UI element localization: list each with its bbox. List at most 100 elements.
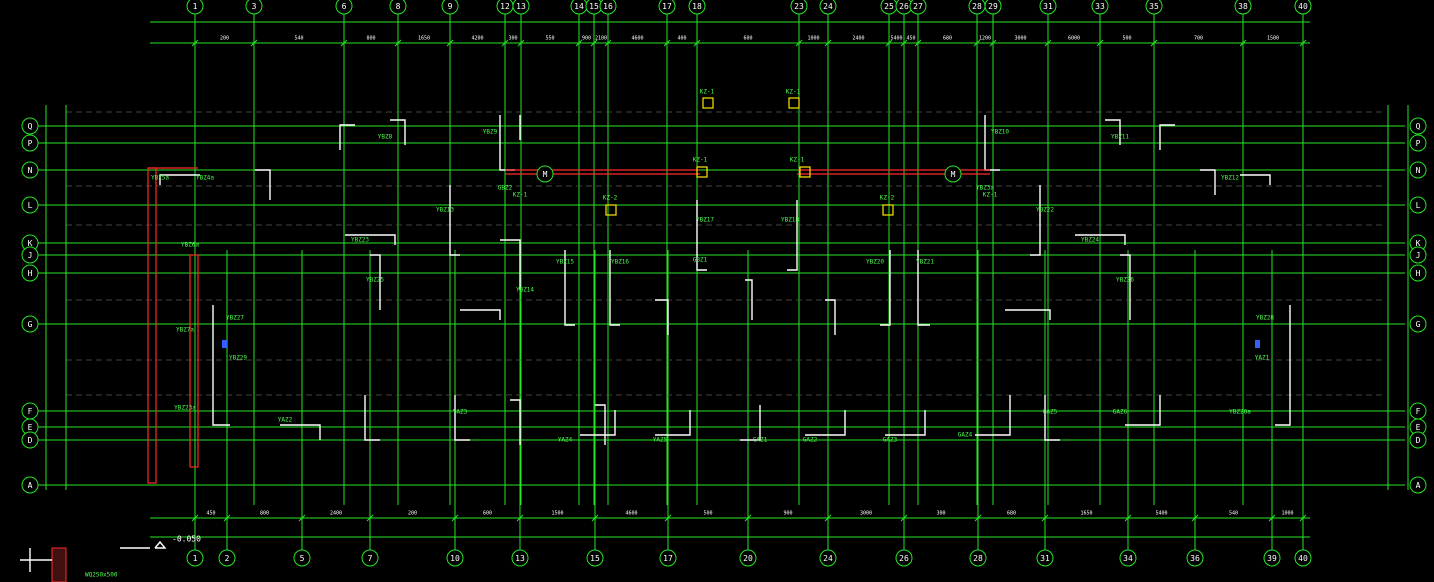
kz-label: KZ-1: [790, 157, 805, 164]
axis-left-D-circle: [21, 431, 39, 449]
dimension-text: 1650: [1080, 511, 1092, 517]
dimension-tick: [744, 514, 752, 522]
dimension-text: 5400: [1155, 511, 1167, 517]
dimension-text: 400: [677, 36, 686, 42]
dimension-tick: [914, 39, 922, 47]
axis-bottom-36-circle: [1186, 549, 1204, 567]
shear-wall-outline: [595, 404, 606, 445]
dimension-tick: [663, 39, 671, 47]
axis-right-N-circle: [1409, 161, 1427, 179]
dimension-tick: [1041, 514, 1049, 522]
axis-bottom-15-circle: [586, 549, 604, 567]
axis-top-38-circle: [1234, 0, 1252, 15]
wall-tag-ybz16: YBZ16: [611, 259, 629, 266]
wall-tag-ybz23a: YBZ23a: [174, 405, 196, 412]
axis-bottom-13-circle: [511, 549, 529, 567]
axis-top-35-circle: [1145, 0, 1163, 15]
shear-wall-outline: [805, 410, 846, 436]
wall-tag-gaz1: GAZ1: [753, 437, 768, 444]
dimension-text: 3000: [860, 511, 872, 517]
axis-bottom-28-circle: [969, 549, 987, 567]
axis-bottom-31: 31: [1040, 554, 1050, 563]
dimension-tick: [824, 39, 832, 47]
axis-bottom-7-circle: [361, 549, 379, 567]
dimension-text: 550: [545, 36, 554, 42]
dimension-tick: [191, 39, 199, 47]
wall-tag-gaz5: GAZ5: [1043, 409, 1058, 416]
shear-wall-outline: [364, 395, 380, 441]
shear-wall-outline: [449, 185, 460, 256]
wall-tag-ybz20: YBZ20: [866, 259, 884, 266]
dimension-text: 540: [1229, 511, 1238, 517]
wall-tag-ybz23: YBZ23: [351, 237, 369, 244]
kz-label: KZ-1: [700, 89, 715, 96]
shear-wall-outline: [280, 424, 321, 440]
wall-tag-ybz28a: YBZ28a: [1229, 409, 1251, 416]
axis-right-E: E: [1416, 423, 1421, 432]
dimension-tick: [451, 514, 459, 522]
dimension-tick: [824, 514, 832, 522]
column-square: [788, 97, 800, 109]
axis-bottom-10-circle: [446, 549, 464, 567]
shear-wall-outline: [880, 250, 891, 326]
shear-wall-outline: [1030, 185, 1041, 256]
wall-tag-ybz17: YBZ17: [696, 217, 714, 224]
dimension-text: 800: [260, 511, 269, 517]
axis-bottom-28: 28: [973, 554, 983, 563]
wall-tag-ybz11: YBZ11: [1111, 134, 1129, 141]
wall-tag-ybz24: YBZ24: [1081, 237, 1099, 244]
wall-tag-ybz10: YBZ10: [991, 129, 1009, 136]
wall-tag-yaz3: YAZ3: [453, 409, 468, 416]
dimension-tick: [1044, 39, 1052, 47]
shear-wall-outline: [1005, 309, 1051, 320]
dimension-text: 4200: [471, 36, 483, 42]
wall-tag-ybz14: YBZ14: [516, 287, 534, 294]
kz-label: KZ-1: [513, 192, 528, 199]
axis-left-L-circle: [21, 196, 39, 214]
axis-left-G: G: [28, 320, 33, 329]
axis-top-28: 28: [972, 2, 982, 11]
beam-left-inner: [189, 254, 199, 468]
shear-wall-outline: [564, 250, 575, 326]
axis-top-27-circle: [909, 0, 927, 15]
axis-top-13: 13: [516, 2, 526, 11]
wall-tag-yaz2: YAZ2: [278, 417, 293, 424]
wall-tag-ybz22: YBZ22: [1036, 207, 1054, 214]
axis-left-D: D: [28, 436, 33, 445]
axis-left-G-circle: [21, 315, 39, 333]
wall-tag-gaz6: GAZ6: [1113, 409, 1128, 416]
wall-tag-ybz5a: YBZ5a: [151, 175, 169, 182]
dimension-tick: [590, 39, 598, 47]
wall-tag-ybz13: YBZ13: [436, 207, 454, 214]
axis-top-29: 29: [988, 2, 998, 11]
dimension-text: 500: [1122, 36, 1131, 42]
shear-wall-outline: [975, 395, 1011, 436]
shear-wall-outline: [255, 169, 271, 200]
dimension-text: 680: [943, 36, 952, 42]
shear-wall-outline: [460, 309, 501, 320]
wall-tag-ybz8: YBZ8: [378, 134, 393, 141]
axis-right-N: N: [1416, 166, 1421, 175]
dimension-tick: [516, 514, 524, 522]
dimension-text: 900: [582, 36, 591, 42]
dimension-tick: [591, 514, 599, 522]
axis-bottom-36: 36: [1190, 554, 1200, 563]
axis-right-L-circle: [1409, 196, 1427, 214]
dimension-tick: [900, 39, 908, 47]
wall-tag-gaz4: GAZ4: [958, 432, 973, 439]
kz-label: KZ-1: [983, 192, 998, 199]
shear-wall-outline: [787, 200, 798, 271]
axis-top-29-circle: [984, 0, 1002, 15]
dimension-tick: [989, 39, 997, 47]
axis-bottom-2-circle: [218, 549, 236, 567]
dimension-text: 200: [408, 511, 417, 517]
axis-top-16-circle: [599, 0, 617, 15]
axis-top-17-circle: [658, 0, 676, 15]
axis-top-15: 15: [589, 2, 599, 11]
axis-right-A-circle: [1409, 476, 1427, 494]
shear-wall-outline: [1075, 234, 1126, 245]
